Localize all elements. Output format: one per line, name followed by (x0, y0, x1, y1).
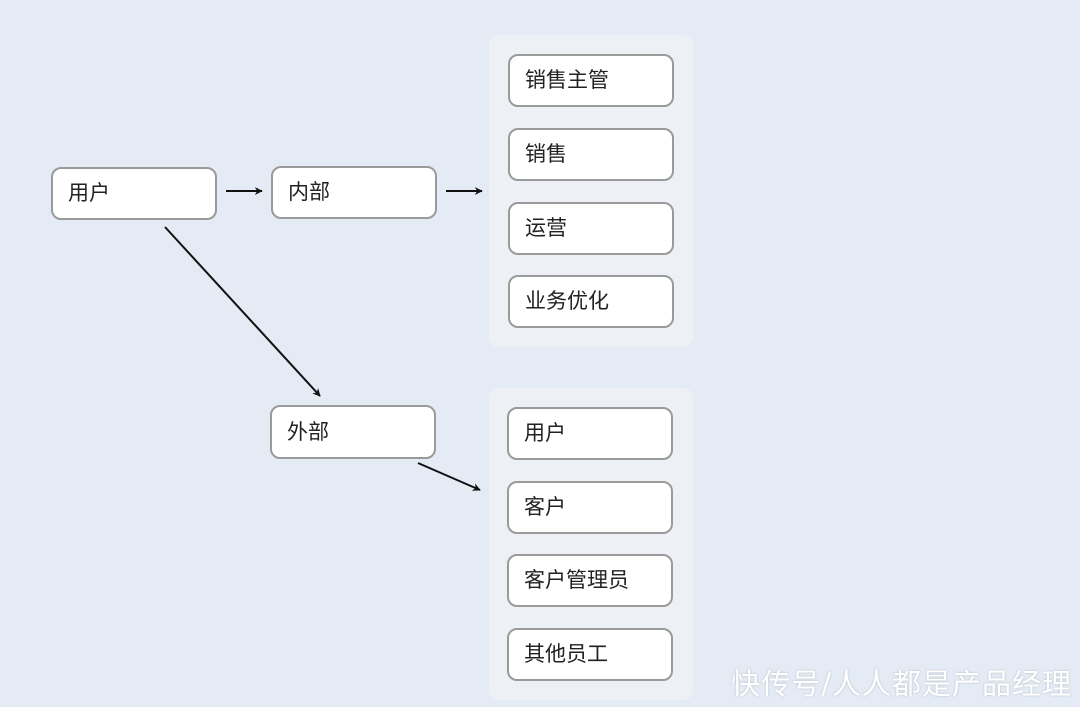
node-operations[interactable]: 运营 (508, 202, 674, 255)
node-other-staff[interactable]: 其他员工 (507, 628, 673, 681)
node-label: 外部 (287, 419, 329, 444)
node-sales[interactable]: 销售 (508, 128, 674, 181)
node-external[interactable]: 外部 (270, 405, 436, 459)
node-label: 内部 (288, 180, 330, 204)
node-user-root[interactable]: 用户 (51, 167, 217, 220)
watermark-text: 快传号/人人都是产品经理 (731, 667, 1072, 701)
node-label: 运营 (525, 216, 567, 240)
node-label: 客户 (524, 495, 566, 519)
node-label: 用户 (524, 421, 566, 445)
node-label: 销售 (525, 142, 567, 166)
node-sales-manager[interactable]: 销售主管 (508, 54, 674, 107)
node-label: 用户 (68, 181, 110, 205)
arrow-external-to-roles (417, 462, 481, 491)
node-label: 客户管理员 (524, 568, 629, 592)
node-internal[interactable]: 内部 (271, 166, 437, 219)
node-external-user[interactable]: 用户 (507, 407, 673, 460)
node-label: 其他员工 (524, 642, 608, 666)
node-customer[interactable]: 客户 (507, 481, 673, 534)
node-customer-admin[interactable]: 客户管理员 (507, 554, 673, 607)
node-label: 业务优化 (525, 289, 609, 313)
arrow-user-to-external (164, 226, 321, 397)
node-label: 销售主管 (525, 68, 609, 92)
node-business-optimization[interactable]: 业务优化 (508, 275, 674, 328)
